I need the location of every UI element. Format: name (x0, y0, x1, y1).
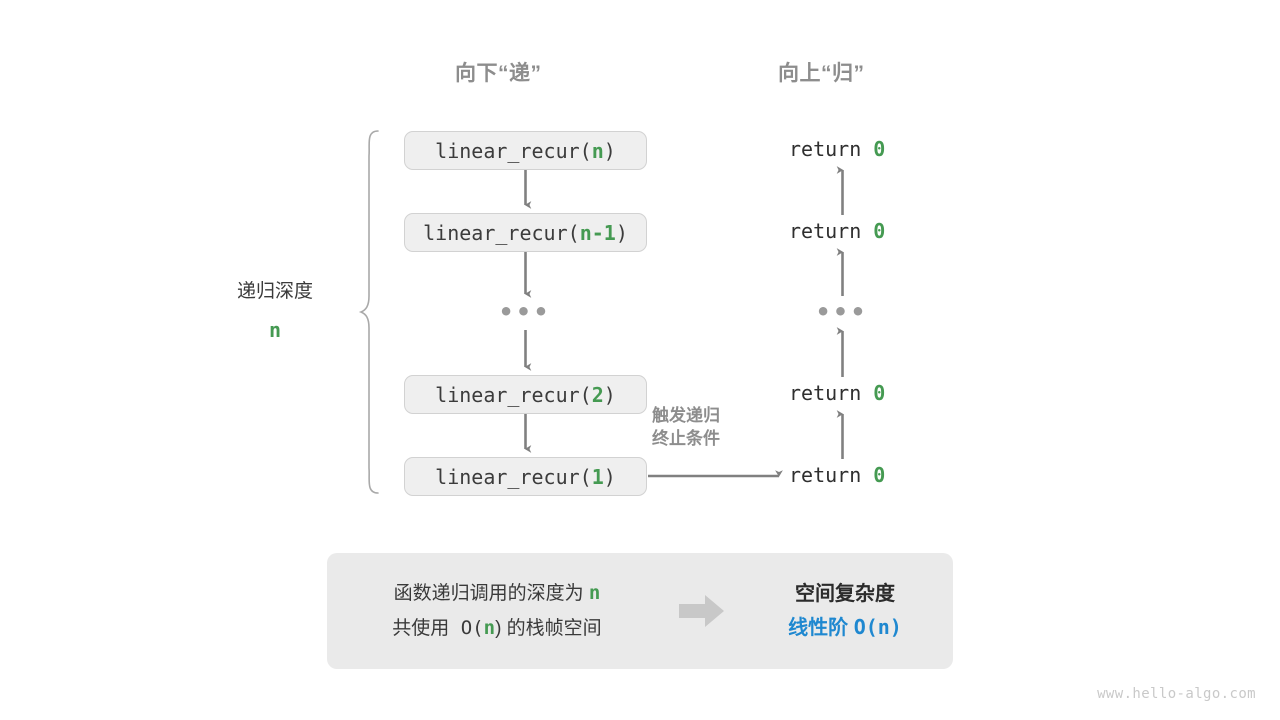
right-block-arrow-icon (679, 595, 724, 627)
return-label: return 0 (789, 463, 885, 487)
return-value: 0 (873, 381, 886, 405)
summary-premise-line2: 共使用 O(n) 的栈帧空间 (327, 611, 667, 646)
termination-note-line2: 终止条件 (652, 428, 720, 448)
return-value: 0 (873, 219, 886, 243)
call-argument: n (591, 138, 604, 163)
call-box: linear_recur(1) (404, 457, 647, 496)
recursion-depth-brace (358, 130, 379, 494)
descend-ellipsis: ••• (498, 298, 552, 326)
call-argument: n-1 (579, 220, 616, 245)
summary-conclusion-order: 线性阶 (788, 616, 854, 639)
call-argument: 2 (591, 382, 604, 407)
call-prefix: linear_recur( (435, 138, 592, 163)
recursion-depth-value: n (268, 317, 282, 342)
complexity-summary-panel: 函数递归调用的深度为 n 共使用 O(n) 的栈帧空间 空间复杂度 线性阶 O(… (327, 553, 953, 669)
call-prefix: linear_recur( (423, 220, 580, 245)
site-watermark: www.hello-algo.com (1097, 686, 1256, 702)
return-keyword: return (789, 219, 862, 243)
call-suffix: ) (603, 138, 616, 163)
return-label: return 0 (789, 137, 885, 161)
return-keyword: return (789, 463, 862, 487)
return-value: 0 (873, 463, 886, 487)
call-prefix: linear_recur( (435, 382, 592, 407)
summary-conclusion: 空间复杂度 线性阶 O(n) (737, 578, 953, 645)
summary-premise: 函数递归调用的深度为 n 共使用 O(n) 的栈帧空间 (327, 576, 667, 646)
summary-premise-line2-pre: 共使用 O( (392, 617, 484, 639)
call-box: linear_recur(2) (404, 375, 647, 414)
summary-premise-line2-var: n (483, 617, 496, 639)
return-label: return 0 (789, 381, 885, 405)
return-label: return 0 (789, 219, 885, 243)
recursion-depth-annotation: 递归深度 n (205, 278, 345, 345)
summary-arrow-container (667, 594, 737, 628)
call-argument: 1 (591, 464, 604, 489)
summary-premise-line1-var: n (588, 581, 601, 604)
summary-conclusion-title: 空间复杂度 (795, 582, 895, 605)
call-suffix: ) (603, 382, 616, 407)
call-suffix: ) (603, 464, 616, 489)
termination-condition-note: 触发递归 终止条件 (652, 405, 720, 451)
summary-premise-line1-text: 函数递归调用的深度为 (393, 582, 589, 604)
call-suffix: ) (615, 220, 628, 245)
ascend-ellipsis: ••• (815, 298, 869, 326)
return-value: 0 (873, 137, 886, 161)
call-box: linear_recur(n) (404, 131, 647, 170)
return-keyword: return (789, 381, 862, 405)
recursion-depth-label: 递归深度 (236, 281, 313, 302)
call-box: linear_recur(n-1) (404, 213, 647, 252)
column-header-descend: 向下“递” (455, 62, 542, 85)
return-keyword: return (789, 137, 862, 161)
column-header-ascend: 向上“归” (778, 62, 865, 85)
summary-premise-line1: 函数递归调用的深度为 n (327, 576, 667, 611)
summary-premise-line2-post: ) 的栈帧空间 (495, 618, 602, 639)
summary-conclusion-expr: O(n) (853, 614, 902, 639)
termination-note-line1: 触发递归 (652, 406, 720, 425)
call-prefix: linear_recur( (435, 464, 592, 489)
summary-conclusion-value: 线性阶 O(n) (737, 611, 953, 645)
